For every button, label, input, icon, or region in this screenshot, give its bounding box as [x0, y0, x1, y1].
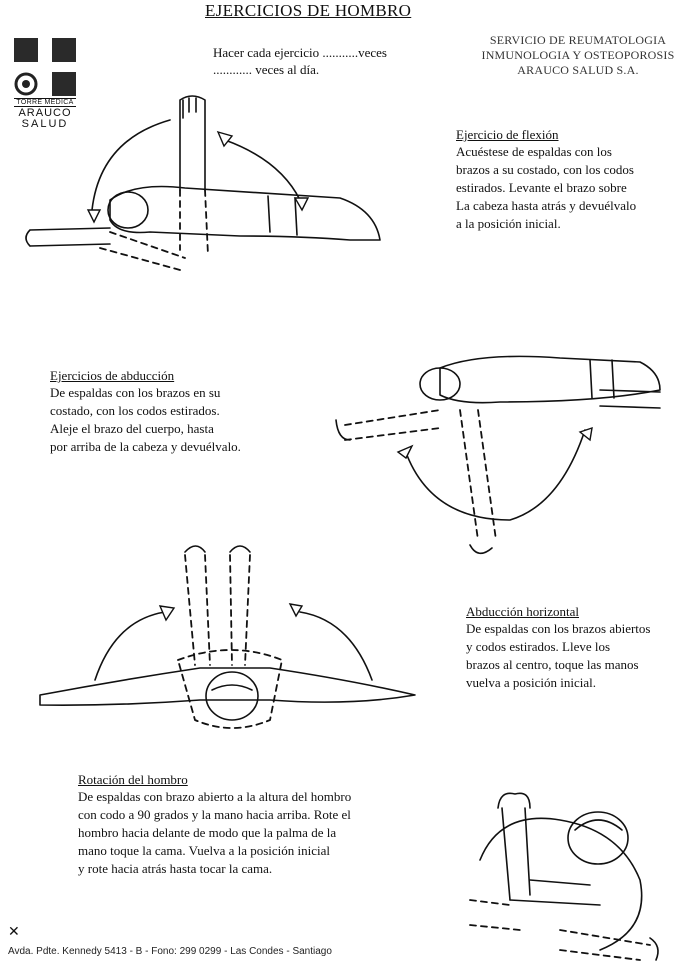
section-line: brazos al centro, toque las manos [466, 657, 639, 672]
section-line: Acuéstese de espaldas con los [456, 144, 612, 159]
section-title: Ejercicios de abducción [50, 368, 175, 383]
section-line: y codos estirados. Lleve los [466, 639, 611, 654]
section-line: De espaldas con brazo abierto a la altur… [78, 789, 352, 804]
service-line-2: INMUNOLOGIA Y OSTEOPOROSIS [481, 48, 675, 62]
logo-mark-icon [14, 72, 38, 96]
logo-square-top-right [52, 38, 76, 62]
section-line: mano toque la cama. Vuelva a la posición… [78, 843, 331, 858]
section-abduction: Ejercicios de abducción De espaldas con … [50, 368, 282, 456]
footer-address: Avda. Pdte. Kennedy 5413 - B - Fono: 299… [8, 946, 332, 957]
logo-text: TORRE MEDICA ARAUCO SALUD [14, 98, 76, 130]
section-line: Aleje el brazo del cuerpo, hasta [50, 421, 214, 436]
section-body: Acuéstese de espaldas con los brazos a s… [456, 143, 676, 233]
service-line-1: SERVICIO DE REUMATOLOGIA [489, 33, 667, 47]
section-line: hombro hacia delante de modo que la palm… [78, 825, 337, 840]
logo-square-bottom-right [52, 72, 76, 96]
section-body: De espaldas con los brazos en su costado… [50, 384, 282, 456]
section-flexion: Ejercicio de flexión Acuéstese de espald… [456, 127, 676, 233]
section-body: De espaldas con brazo abierto a la altur… [78, 788, 418, 878]
section-line: con codo a 90 grados y la mano hacia arr… [78, 807, 351, 822]
logo-line-3: SALUD [21, 118, 69, 130]
service-line-3: ARAUCO SALUD S.A. [517, 63, 639, 77]
page-title: EJERCICIOS DE HOMBRO [205, 1, 412, 20]
section-line: brazos a su costado, con los codos [456, 162, 634, 177]
section-title: Rotación del hombro [78, 772, 188, 787]
section-line: De espaldas con los brazos en su [50, 385, 221, 400]
section-line: La cabeza hasta atrás y devuélvalo [456, 198, 637, 213]
section-horizontal-abduction: Abducción horizontal De espaldas con los… [466, 604, 688, 692]
section-line: estirados. Levante el brazo sobre [456, 180, 627, 195]
repetition-instructions: Hacer cada ejercicio ...........veces ..… [213, 44, 443, 78]
service-heading: SERVICIO DE REUMATOLOGIA INMUNOLOGIA Y O… [458, 33, 688, 78]
instruction-line-2: ............ veces al día. [213, 62, 320, 77]
section-line: De espaldas con los brazos abiertos [466, 621, 651, 636]
section-title: Ejercicio de flexión [456, 127, 559, 142]
section-line: vuelva a posición inicial. [466, 675, 596, 690]
section-line: por arriba de la cabeza y devuélvalo. [50, 439, 241, 454]
logo-line-2: ARAUCO [18, 107, 72, 119]
instruction-line-1: Hacer cada ejercicio ...........veces [213, 45, 387, 60]
section-line: a la posición inicial. [456, 216, 561, 231]
logo-square-top-left [14, 38, 38, 62]
section-line: costado, con los codos estirados. [50, 403, 220, 418]
footer-mark: ✕ [8, 925, 20, 940]
section-rotation: Rotación del hombro De espaldas con braz… [78, 772, 418, 878]
section-title: Abducción horizontal [466, 604, 579, 619]
logo-line-1: TORRE MEDICA [14, 98, 76, 107]
section-line: y rote hacia atrás hasta tocar la cama. [78, 861, 273, 876]
section-body: De espaldas con los brazos abiertos y co… [466, 620, 688, 692]
